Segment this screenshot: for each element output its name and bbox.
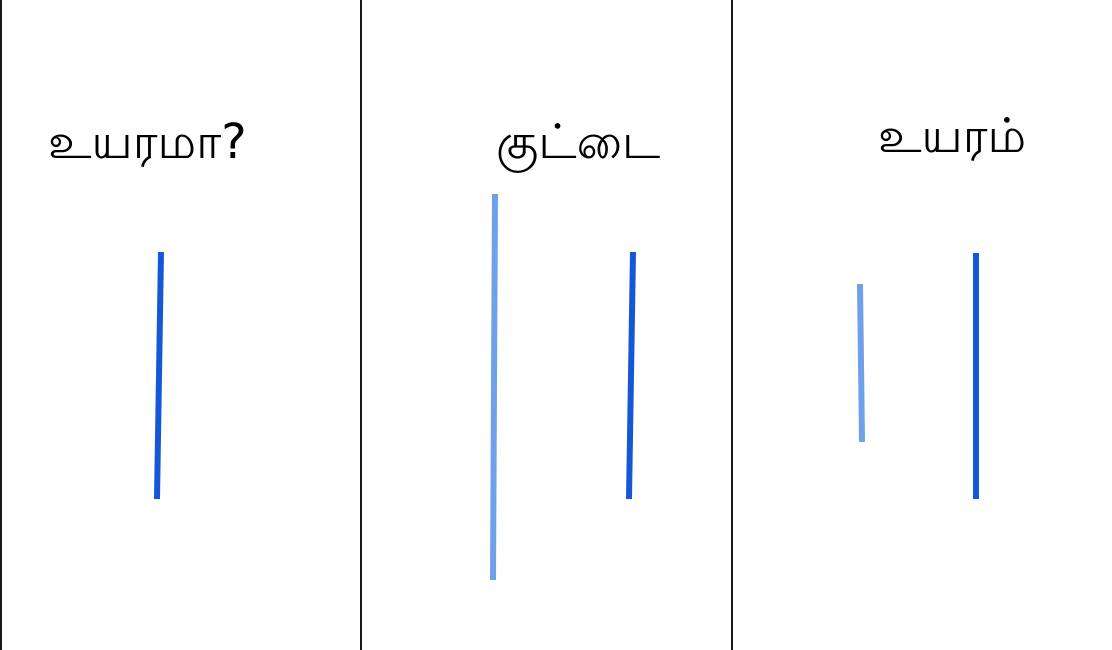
panel-divider-1 xyxy=(360,0,362,650)
panel-1-reference-line xyxy=(154,251,164,500)
panel-2-comparison-line xyxy=(490,193,498,581)
panel-2-reference-line xyxy=(626,251,636,500)
panel-1-title: உயரமா? xyxy=(48,114,247,170)
panel-2-title: குட்டை xyxy=(496,114,661,170)
panel-3-title: உயரம் xyxy=(878,108,1027,164)
panel-divider-2 xyxy=(731,0,733,650)
panel-3-comparison-line xyxy=(857,283,865,443)
left-border xyxy=(0,0,2,650)
